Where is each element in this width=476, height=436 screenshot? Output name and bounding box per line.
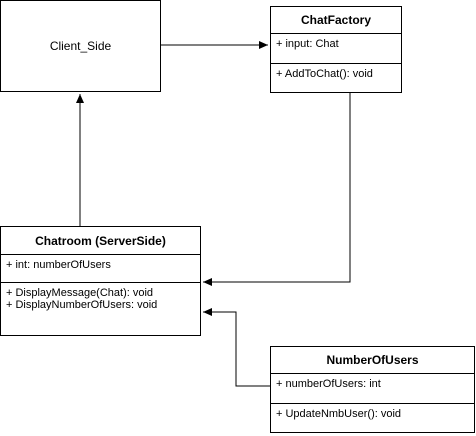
chatfactory-attribute: + input: Chat bbox=[276, 38, 339, 50]
numberofusers-class: NumberOfUsers + numberOfUsers: int + Upd… bbox=[270, 346, 475, 433]
numberofusers-attributes: + numberOfUsers: int bbox=[271, 374, 474, 404]
edge-numberofusers-to-chatroom bbox=[203, 308, 270, 387]
client-side-label: Client_Side bbox=[49, 39, 112, 53]
chatfactory-methods: + AddToChat(): void bbox=[271, 64, 401, 80]
chatroom-class-name: Chatroom (ServerSide) bbox=[1, 227, 200, 255]
chatroom-method: + DisplayNumberOfUsers: void bbox=[6, 299, 158, 311]
numberofusers-class-name: NumberOfUsers bbox=[271, 347, 474, 374]
chatfactory-class-name: ChatFactory bbox=[271, 7, 401, 34]
chatroom-class: Chatroom (ServerSide) + int: numberOfUse… bbox=[0, 226, 201, 336]
numberofusers-methods: + UpdateNmbUser(): void bbox=[271, 404, 474, 420]
chatroom-attributes: + int: numberOfUsers bbox=[1, 255, 200, 283]
chatroom-method: + DisplayMessage(Chat): void bbox=[6, 287, 154, 299]
chatfactory-attributes: + input: Chat bbox=[271, 34, 401, 64]
edge-chatfactory-to-chatroom bbox=[203, 93, 351, 286]
client-side-node: Client_Side bbox=[0, 0, 161, 92]
numberofusers-method: + UpdateNmbUser(): void bbox=[276, 408, 402, 420]
numberofusers-attribute: + numberOfUsers: int bbox=[276, 378, 381, 390]
chatroom-attribute: + int: numberOfUsers bbox=[6, 259, 111, 271]
chatfactory-class: ChatFactory + input: Chat + AddToChat():… bbox=[270, 6, 402, 93]
chatfactory-method: + AddToChat(): void bbox=[276, 68, 373, 80]
chatroom-methods: + DisplayMessage(Chat): void + DisplayNu… bbox=[1, 283, 200, 311]
